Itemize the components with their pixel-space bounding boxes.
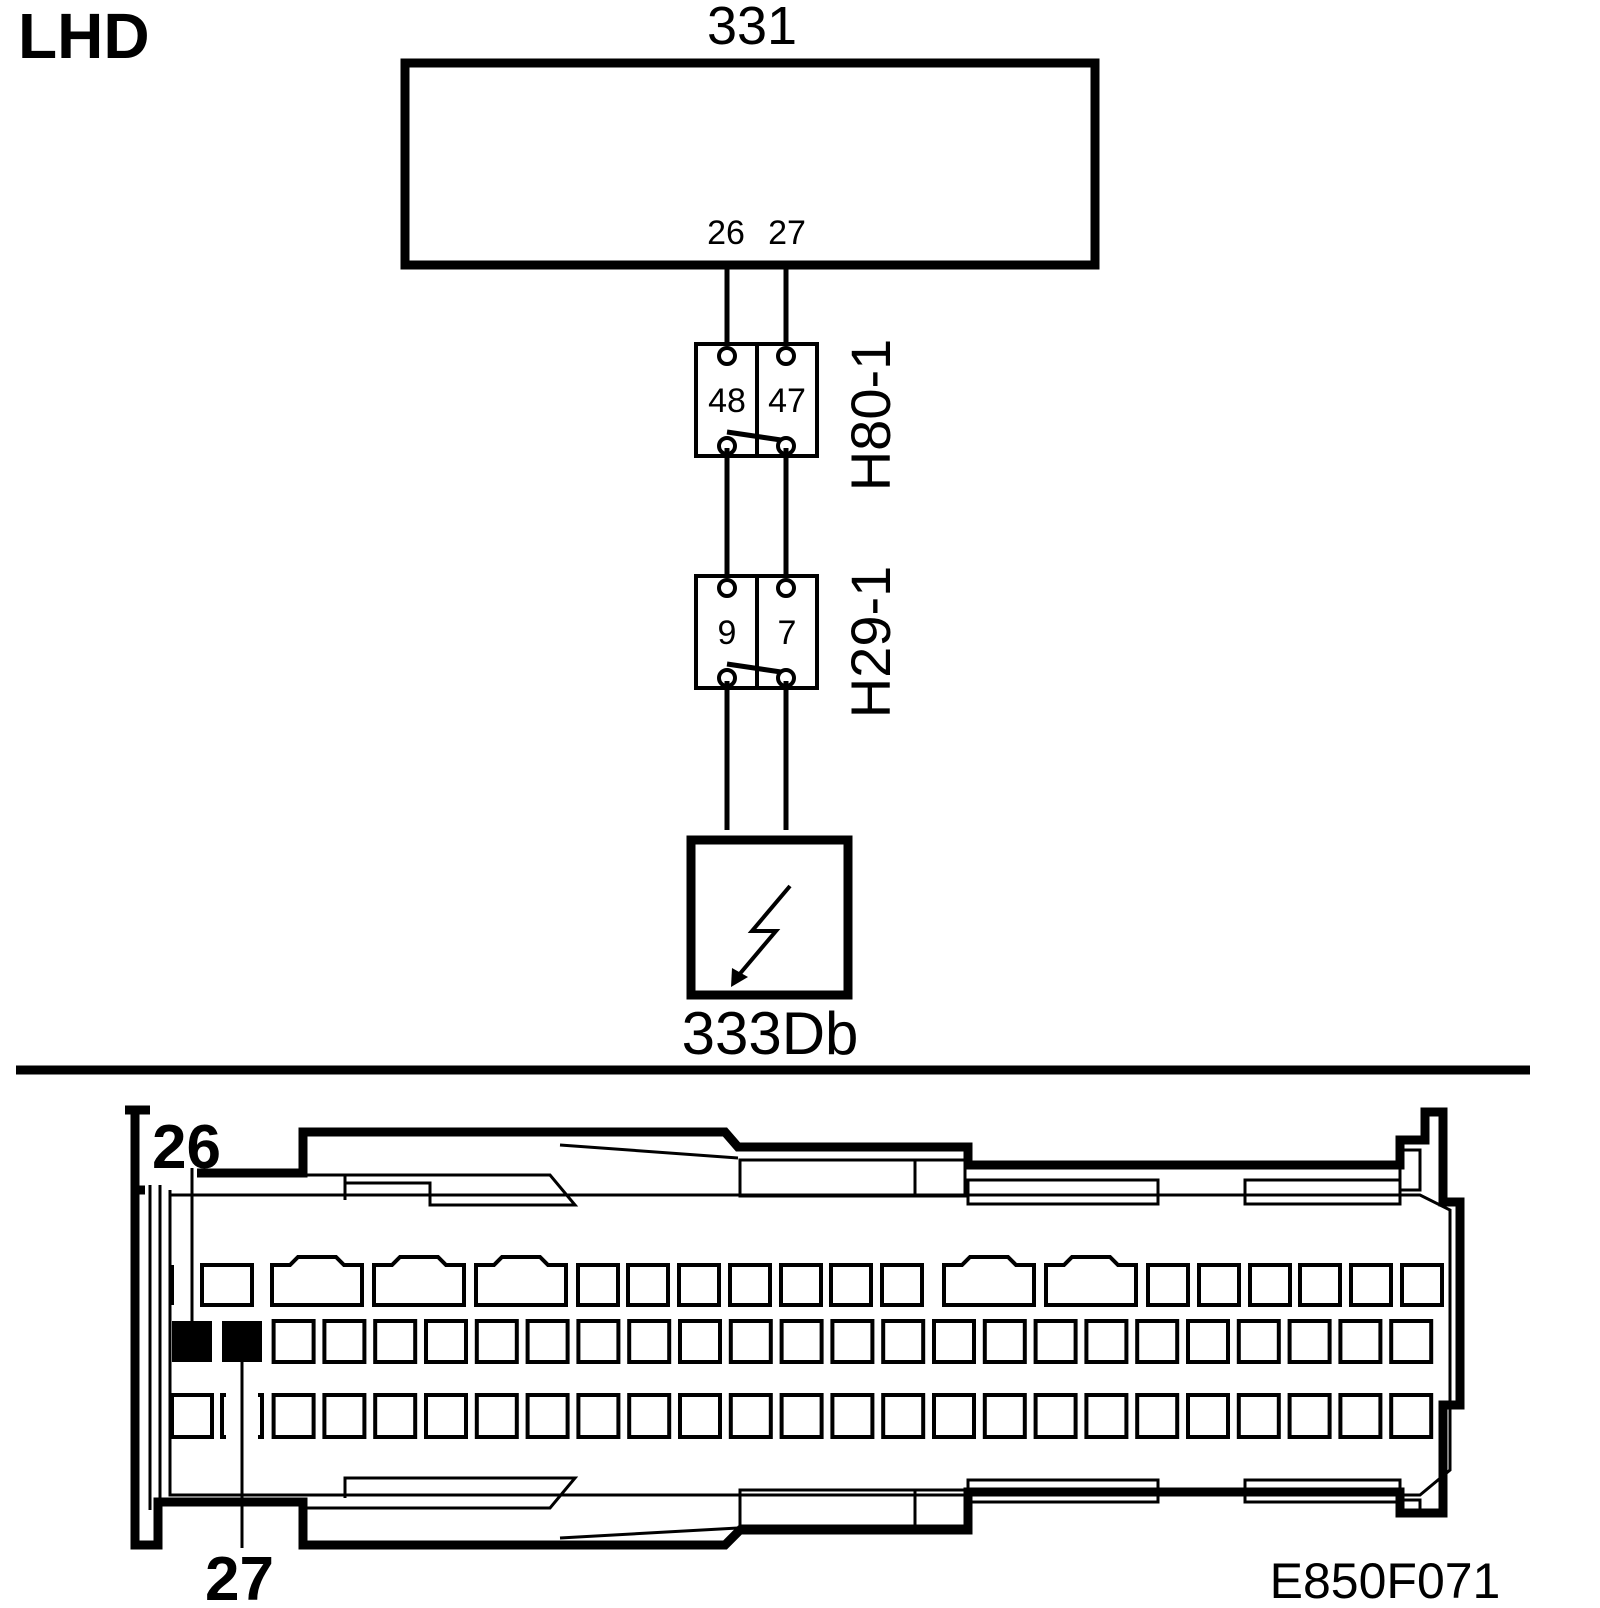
cavity	[1349, 1263, 1393, 1307]
cavity	[982, 1393, 1027, 1439]
cavity	[881, 1393, 926, 1439]
cavity	[1338, 1319, 1383, 1364]
cavity	[576, 1263, 620, 1307]
cavity	[1389, 1393, 1434, 1439]
cavity	[525, 1319, 570, 1364]
module-pin-27: 27	[768, 214, 806, 252]
cavity-grid	[170, 1255, 1444, 1439]
cavity-wide	[270, 1255, 364, 1307]
cavity	[779, 1393, 824, 1439]
cavity	[373, 1319, 418, 1364]
cavity	[271, 1393, 316, 1439]
socket-name: 333Db	[682, 1000, 859, 1067]
h80-pin-48: 48	[708, 382, 746, 420]
cavity	[880, 1263, 924, 1307]
cavity	[1287, 1319, 1332, 1364]
arrow-head-icon	[731, 968, 748, 987]
cavity	[1236, 1393, 1281, 1439]
cavity	[1033, 1393, 1078, 1439]
pin-27-label: 27	[205, 1545, 274, 1608]
cavity	[322, 1319, 367, 1364]
cavity-wide	[474, 1255, 568, 1307]
cavity	[982, 1319, 1027, 1364]
cavity	[1400, 1263, 1444, 1307]
cavity	[424, 1319, 468, 1364]
module-box	[400, 58, 1100, 270]
cavity	[830, 1393, 875, 1439]
cavity	[424, 1393, 468, 1439]
cavity	[728, 1393, 773, 1439]
cavity-27-filled	[222, 1321, 262, 1362]
module-name: 331	[707, 0, 797, 56]
cavity	[1248, 1263, 1292, 1307]
cavity	[1135, 1393, 1180, 1439]
cavity	[200, 1263, 254, 1307]
cavity	[1146, 1263, 1190, 1307]
cavity	[932, 1319, 976, 1364]
cavity-wide	[1044, 1255, 1138, 1307]
cavity	[271, 1319, 316, 1364]
cavity	[170, 1393, 214, 1439]
cavity	[1236, 1319, 1281, 1364]
cavity	[1033, 1319, 1078, 1364]
cavity	[1298, 1263, 1342, 1307]
cavity	[779, 1319, 824, 1364]
cavity	[576, 1393, 621, 1439]
corner-label: LHD	[18, 0, 150, 72]
connector-h29-1: 9 7 H29-1	[694, 566, 902, 719]
h80-label: H80-1	[839, 339, 902, 492]
diagnostic-socket: 333Db	[682, 835, 859, 1067]
cavity	[626, 1263, 670, 1307]
cavity	[1197, 1263, 1241, 1307]
cavity	[1135, 1319, 1180, 1364]
cavity	[881, 1319, 926, 1364]
cavity	[829, 1263, 873, 1307]
control-module: 331 26 27	[400, 0, 1100, 270]
cavity-wide	[942, 1255, 1036, 1307]
cavity	[1186, 1319, 1230, 1364]
cavity	[932, 1393, 976, 1439]
pin-26-label: 26	[152, 1113, 221, 1182]
h29-pin-7: 7	[778, 614, 797, 652]
cavity	[678, 1393, 722, 1439]
figure-code: E850F071	[1270, 1553, 1501, 1608]
cavity	[728, 1263, 772, 1307]
cavity	[677, 1263, 721, 1307]
cavity	[1084, 1393, 1129, 1439]
cavity	[678, 1319, 722, 1364]
cavity	[627, 1319, 672, 1364]
cavity	[1186, 1393, 1230, 1439]
cavity-26-filled	[172, 1321, 212, 1362]
cavity	[1084, 1319, 1129, 1364]
module-pin-26: 26	[707, 214, 745, 252]
cavity	[728, 1319, 773, 1364]
cavity	[1389, 1319, 1434, 1364]
connector-h80-1: 48 47 H80-1	[694, 339, 902, 492]
cavity	[373, 1393, 418, 1439]
cavity	[1338, 1393, 1383, 1439]
connector-face-view	[125, 1105, 1465, 1550]
cavity	[474, 1319, 519, 1364]
h29-pin-9: 9	[718, 614, 737, 652]
cavity	[525, 1393, 570, 1439]
cavity	[576, 1319, 621, 1364]
cavity-partial	[220, 1393, 264, 1439]
h80-pin-47: 47	[768, 382, 806, 420]
highlighted-pins: 26 27	[152, 1113, 274, 1608]
cavity	[474, 1393, 519, 1439]
lightning-icon	[736, 884, 792, 978]
cavity	[830, 1319, 875, 1364]
cavity	[779, 1263, 823, 1307]
h29-label: H29-1	[839, 566, 902, 719]
cavity	[1287, 1393, 1332, 1439]
cavity-wide	[372, 1255, 466, 1307]
wires	[724, 265, 789, 830]
cavity	[627, 1393, 672, 1439]
cavity	[322, 1393, 367, 1439]
